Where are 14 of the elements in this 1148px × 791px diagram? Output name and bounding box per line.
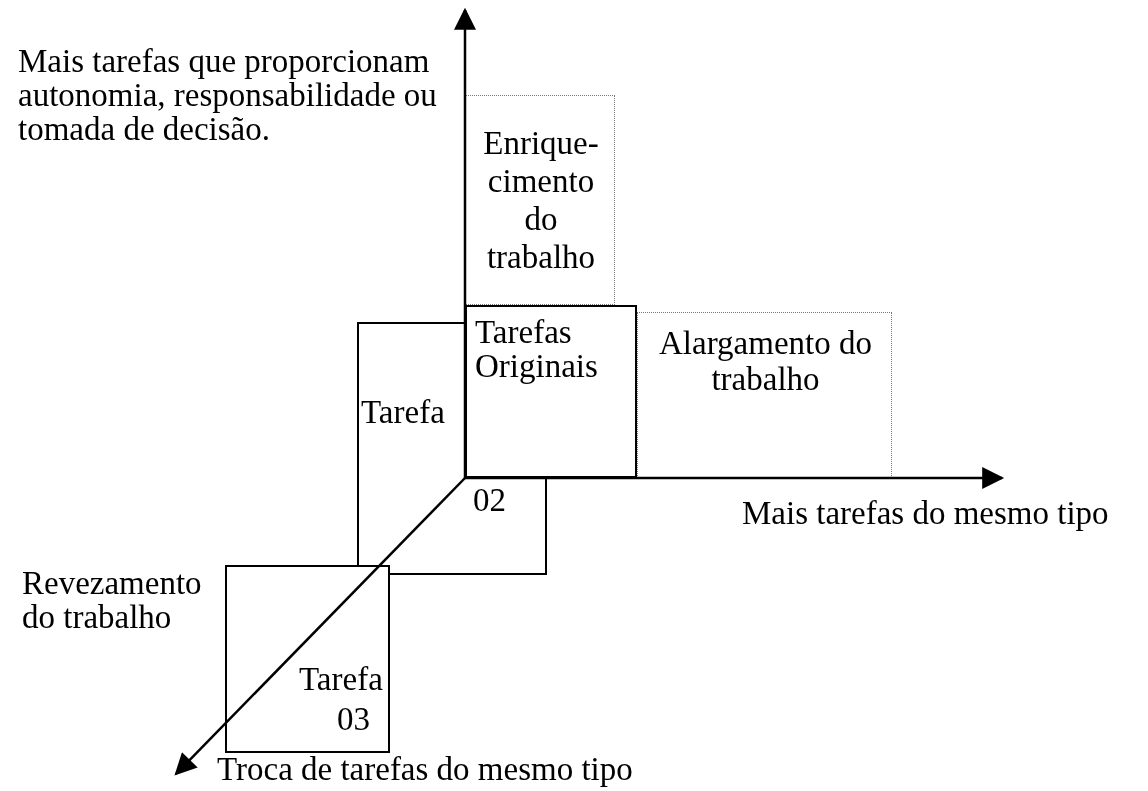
axis-label: Mais tarefas que proporcionam autonomia, responsabilidade ou tomada de decisão. [18, 44, 438, 146]
box-text: 02 [473, 484, 507, 517]
box-text: Enrique-cimento do trabalho [482, 124, 600, 276]
box-text: 03 [337, 703, 371, 736]
box-text: Tarefa [299, 663, 384, 696]
axis-label: Mais tarefas do mesmo tipo [742, 496, 1110, 530]
box-text: Tarefa [361, 396, 446, 429]
box-text: Tarefas Originais [475, 315, 599, 383]
text-box [465, 305, 637, 478]
text-box [637, 312, 892, 478]
text-box [225, 565, 390, 753]
text-box [465, 95, 615, 305]
box-text: Alargamento do trabalho [658, 325, 873, 397]
annotation-text: Revezamento do trabalho [22, 566, 203, 634]
